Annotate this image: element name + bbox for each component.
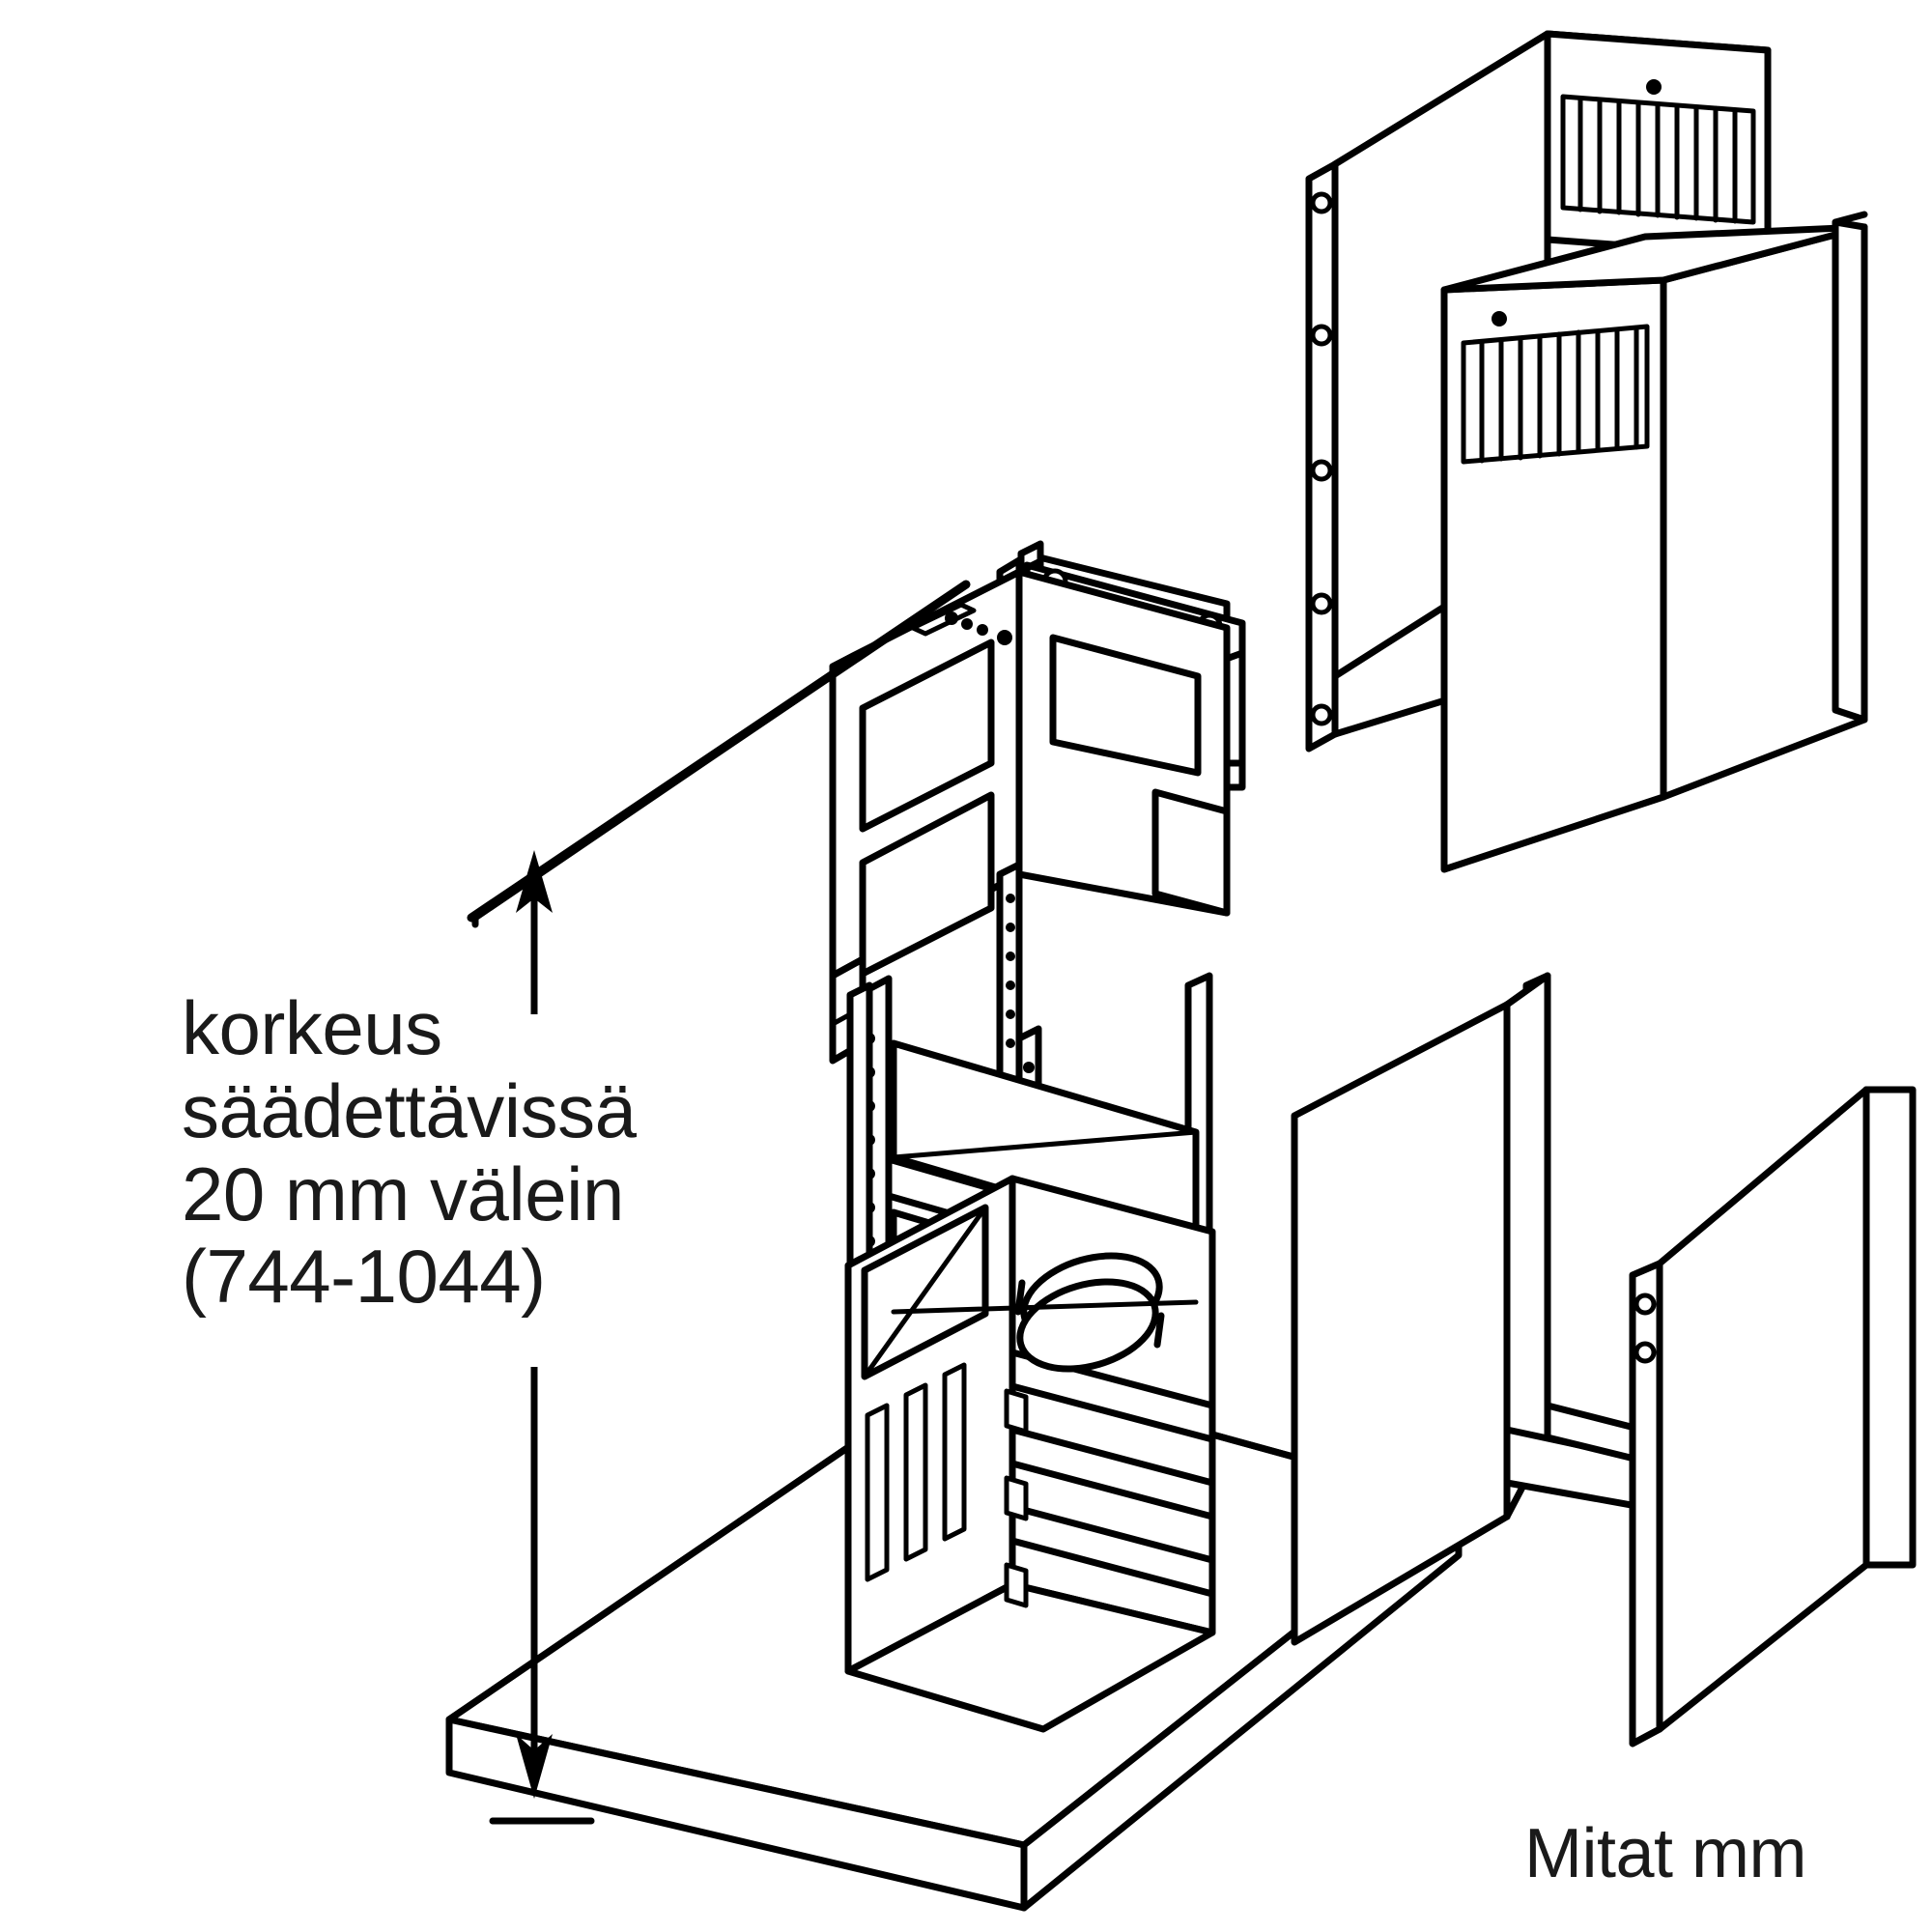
lower-chimney-side-panel-b (1629, 1086, 1917, 1747)
lower-chimney-side-panel-a (1291, 972, 1646, 1646)
units-note: Mitat mm (1524, 1815, 1806, 1892)
height-note-line-2: säädettävissä (182, 1067, 637, 1153)
lower-chimney-cover (1440, 211, 1868, 873)
telescopic-frame-upper (829, 540, 1246, 1095)
wall-mounting-bracket (1305, 160, 1339, 753)
vent-louver-grille (1560, 94, 1756, 225)
height-dimension-arrow (467, 580, 971, 1825)
height-note-line-4: (744-1044) (182, 1234, 546, 1320)
height-note-line-1: korkeus (182, 985, 442, 1070)
height-note-line-3: 20 mm välein (182, 1151, 624, 1236)
vent-louver-grille-lower (1461, 324, 1650, 465)
telescopic-frame-lower (844, 972, 1216, 1733)
